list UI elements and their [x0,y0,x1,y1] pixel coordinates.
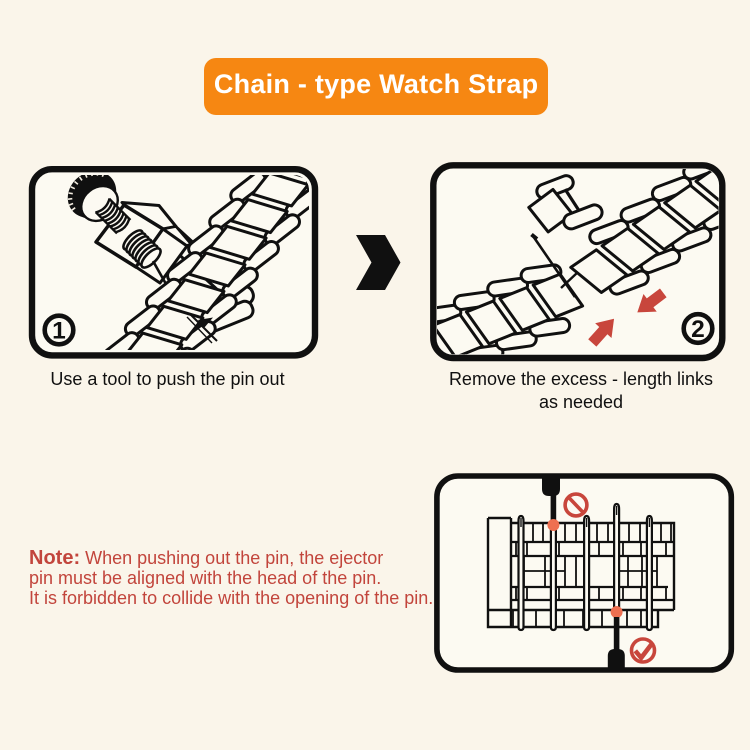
svg-text:1: 1 [52,318,66,345]
svg-text:2: 2 [691,316,705,343]
